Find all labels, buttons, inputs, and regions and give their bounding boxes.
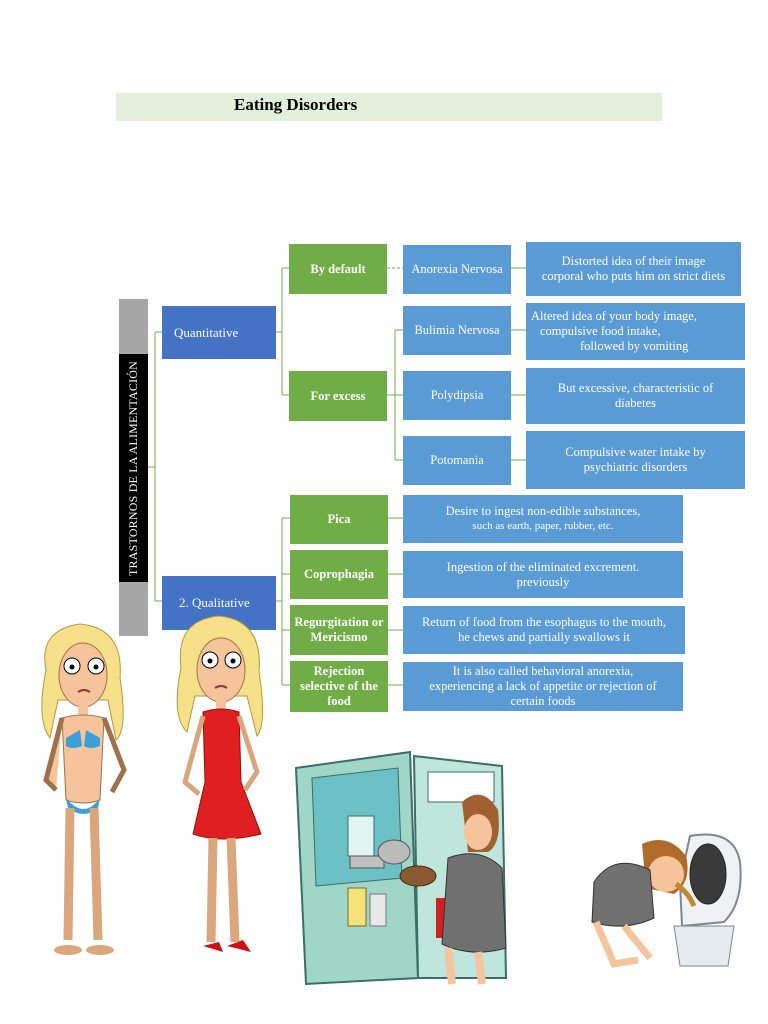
branch-quantitative-label: Quantitative — [174, 324, 239, 340]
quantitative-connector — [276, 267, 289, 396]
desc-potomania-line: Compulsive water intake by — [565, 445, 706, 459]
desc-bulimia-line: compulsive food intake, — [540, 324, 661, 338]
item-rejection-label: selective of the — [300, 679, 378, 693]
desc-bulimia-line: Altered idea of your body image, — [531, 309, 697, 323]
desc-bulimia-line: followed by vomiting — [580, 339, 689, 353]
root-branch-connector — [148, 331, 162, 602]
item-rejection-label: food — [327, 694, 351, 708]
desc-coprophagia-line: Ingestion of the eliminated excrement. — [446, 559, 640, 574]
branch-qualitative-label: 2. Qualitative — [179, 595, 250, 610]
thin-girl-red-dress-illustration — [176, 615, 264, 952]
desc-pica-line: such as earth, paper, rubber, etc. — [472, 520, 614, 532]
vomiting-girl-illustration — [591, 833, 742, 968]
group-by-default-label: By default — [310, 261, 366, 276]
desc-coprophagia-line: previously — [516, 574, 570, 589]
root-label: TRASTORNOS DE LA ALIMENTACIÓN — [119, 354, 148, 582]
description-connectors — [511, 267, 526, 461]
desc-anorexia-line: corporal who puts him on strict diets — [541, 269, 726, 283]
item-rejection: Rejection selective of the food — [290, 661, 388, 712]
title-bar — [116, 93, 662, 121]
root-label-text: TRASTORNOS DE LA ALIMENTACIÓN — [126, 360, 140, 576]
thin-girl-bikini-illustration — [41, 623, 127, 955]
page-title: Eating Disorders — [234, 95, 358, 114]
desc-bulimia: Altered idea of your body image, compuls… — [526, 303, 745, 360]
branch-quantitative: Quantitative — [162, 306, 276, 359]
disorder-polydipsia-label: Polydipsia — [430, 388, 484, 402]
desc-polydipsia-line: diabetes — [615, 396, 656, 410]
item-regurgitation-label: Regurgitation or — [294, 615, 384, 629]
desc-anorexia-line: Distorted idea of their image — [561, 254, 706, 268]
root-label-background — [119, 354, 148, 582]
group-for-excess: For excess — [289, 371, 387, 421]
disorder-bulimia: Bulimia Nervosa — [403, 306, 511, 355]
disorder-potomania-label: Potomania — [430, 453, 484, 467]
desc-regurgitation-line: Return of food from the esophagus to the… — [421, 615, 667, 629]
desc-potomania-line: psychiatric disorders — [583, 460, 688, 474]
item-regurgitation: Regurgitation or Mericismo — [290, 605, 388, 655]
disorder-potomania: Potomania — [403, 436, 511, 485]
desc-rejection-line: certain foods — [510, 694, 576, 708]
desc-polydipsia-line: But excessive, characteristic of — [557, 381, 714, 395]
desc-rejection-line: experiencing a lack of appetite or rejec… — [429, 679, 657, 693]
desc-rejection-line: It is also called behavioral anorexia, — [452, 664, 634, 678]
desc-pica-line: Desire to ingest non-edible substances, — [445, 504, 641, 518]
desc-coprophagia: Ingestion of the eliminated excrement. p… — [403, 551, 683, 598]
for-excess-connector — [387, 329, 403, 461]
desc-rejection: It is also called behavioral anorexia, e… — [403, 662, 683, 711]
desc-regurgitation: Return of food from the esophagus to the… — [403, 606, 685, 654]
desc-potomania: Compulsive water intake by psychiatric d… — [526, 431, 745, 489]
qualitative-description-connectors — [388, 517, 403, 686]
disorder-anorexia: Anorexia Nervosa — [403, 245, 511, 294]
item-pica-label: Pica — [327, 512, 351, 526]
group-for-excess-label: For excess — [310, 388, 366, 403]
branch-qualitative: 2. Qualitative — [162, 576, 276, 630]
item-coprophagia-label: Coprophagia — [304, 567, 374, 581]
desc-polydipsia: But excessive, characteristic of diabete… — [526, 368, 745, 424]
desc-regurgitation-line: he chews and partially swallows it — [458, 630, 630, 644]
disorder-bulimia-label: Bulimia Nervosa — [414, 323, 500, 337]
disorder-anorexia-label: Anorexia Nervosa — [411, 262, 503, 276]
desc-anorexia: Distorted idea of their image corporal w… — [526, 242, 741, 296]
qualitative-connector — [276, 517, 290, 686]
item-regurgitation-label: Mericismo — [310, 630, 368, 644]
group-by-default: By default — [289, 244, 387, 294]
item-pica: Pica — [290, 495, 388, 544]
disorder-polydipsia: Polydipsia — [403, 371, 511, 420]
item-coprophagia: Coprophagia — [290, 550, 388, 599]
desc-pica: Desire to ingest non-edible substances, … — [403, 495, 683, 543]
fridge-binge-eating-illustration — [294, 750, 508, 986]
item-rejection-label: Rejection — [313, 664, 365, 678]
